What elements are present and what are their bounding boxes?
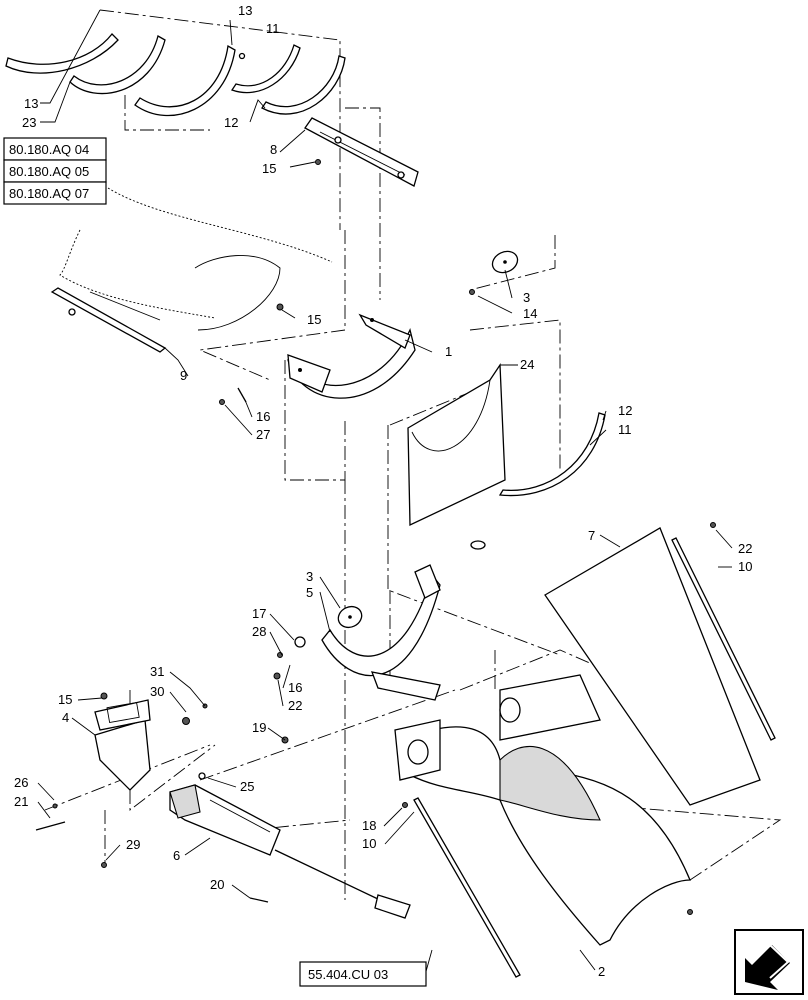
part-12-curved-strip-top bbox=[134, 44, 236, 117]
callout-22-lower: 22 bbox=[288, 698, 302, 713]
part-12-strip-mid bbox=[498, 412, 606, 497]
part-1-saddle bbox=[287, 313, 416, 399]
part-22-screw-right bbox=[710, 522, 716, 528]
callout-8: 8 bbox=[270, 142, 277, 157]
part-11-screw-top bbox=[238, 52, 246, 60]
callout-13-top: 13 bbox=[238, 3, 252, 18]
part-27-nut bbox=[219, 399, 225, 405]
reference-box-2[interactable]: 80.180.AQ 05 bbox=[9, 164, 89, 179]
part-21-pin bbox=[35, 821, 66, 831]
callout-2: 2 bbox=[598, 964, 605, 979]
callout-27: 27 bbox=[256, 427, 270, 442]
callout-11-top: 11 bbox=[266, 21, 280, 36]
callout-19: 19 bbox=[252, 720, 266, 735]
part-15-screw-top bbox=[315, 159, 321, 165]
chute-housing-outline bbox=[59, 187, 333, 331]
callout-5: 5 bbox=[306, 585, 313, 600]
callout-15-mid: 15 bbox=[307, 312, 321, 327]
part-16-pin-upper bbox=[237, 387, 247, 403]
part-23-curved-strip bbox=[69, 35, 166, 95]
callout-15-bracket: 15 bbox=[58, 692, 72, 707]
reference-box-3[interactable]: 80.180.AQ 07 bbox=[9, 186, 89, 201]
reference-box-bottom: 55.404.CU 03 bbox=[299, 961, 427, 987]
part-3-round-plate-top bbox=[491, 250, 519, 274]
part-6-actuator bbox=[169, 784, 411, 919]
part-8-bracket bbox=[304, 117, 419, 187]
callout-14: 14 bbox=[523, 306, 537, 321]
part-18-screw bbox=[402, 802, 408, 808]
assembly-guide-lines bbox=[44, 9, 782, 900]
part-12-curved-strip-right bbox=[230, 44, 346, 115]
callout-25: 25 bbox=[240, 779, 254, 794]
callout-31: 31 bbox=[150, 664, 164, 679]
callout-18: 18 bbox=[362, 818, 376, 833]
part-2-spout bbox=[394, 674, 691, 946]
part-5-lower-saddle bbox=[321, 573, 441, 701]
callout-6: 6 bbox=[173, 848, 180, 863]
callout-23: 23 bbox=[22, 115, 36, 130]
callout-16-lower: 16 bbox=[288, 680, 302, 695]
part-side-plate-mid bbox=[414, 564, 441, 599]
callout-3-top: 3 bbox=[523, 290, 530, 305]
part-25-bushing bbox=[198, 772, 206, 780]
part-15-screw-mid bbox=[276, 303, 284, 311]
part-10-edge-strip-right bbox=[671, 537, 776, 741]
callout-20: 20 bbox=[210, 877, 224, 892]
callout-7: 7 bbox=[588, 528, 595, 543]
reference-box-4[interactable]: 55.404.CU 03 bbox=[308, 967, 388, 982]
callout-30: 30 bbox=[150, 684, 164, 699]
callout-3-lower: 3 bbox=[306, 569, 313, 584]
part-13-curved-strip-left bbox=[5, 33, 119, 74]
part-9-rail bbox=[50, 287, 167, 353]
callout-16-upper: 16 bbox=[256, 409, 270, 424]
part-washer-mid bbox=[470, 540, 486, 550]
callout-4: 4 bbox=[62, 710, 69, 725]
callout-24: 24 bbox=[520, 357, 534, 372]
part-26-clip bbox=[52, 803, 58, 809]
part-15-screw-bracket bbox=[100, 692, 108, 700]
reference-box-group: 80.180.AQ 04 80.180.AQ 05 80.180.AQ 07 bbox=[3, 137, 107, 205]
part-10-edge-strip-left bbox=[413, 797, 521, 978]
callout-12-mid: 12 bbox=[618, 403, 632, 418]
reference-box-1[interactable]: 80.180.AQ 04 bbox=[9, 142, 89, 157]
part-4-mount-bracket bbox=[94, 699, 151, 791]
callout-10-right: 10 bbox=[738, 559, 752, 574]
callout-22-right: 22 bbox=[738, 541, 752, 556]
arrow-navigation-icon[interactable] bbox=[734, 929, 804, 995]
callout-labels: 13 23 13 11 12 8 15 15 9 1 3 14 24 12 11… bbox=[14, 3, 752, 979]
part-3-round-plate-lower bbox=[337, 605, 363, 629]
part-14-bolt bbox=[469, 289, 475, 295]
part-29-nut bbox=[101, 862, 107, 868]
part-20-bolt bbox=[249, 897, 269, 903]
part-screw-bottom bbox=[687, 909, 693, 915]
part-17-washer bbox=[294, 636, 306, 648]
part-30-nut bbox=[182, 717, 190, 725]
callout-21: 21 bbox=[14, 794, 28, 809]
callout-29: 29 bbox=[126, 837, 140, 852]
callout-13-left: 13 bbox=[24, 96, 38, 111]
callout-12-top: 12 bbox=[224, 115, 238, 130]
part-24-plate bbox=[407, 362, 506, 527]
callout-15-top: 15 bbox=[262, 161, 276, 176]
part-7-shield bbox=[544, 527, 761, 806]
callout-1: 1 bbox=[445, 344, 452, 359]
callout-9: 9 bbox=[180, 368, 187, 383]
callout-10-left: 10 bbox=[362, 836, 376, 851]
callout-28: 28 bbox=[252, 624, 266, 639]
callout-11-mid: 11 bbox=[618, 422, 632, 437]
part-22-nut-lower bbox=[273, 672, 281, 680]
callout-17: 17 bbox=[252, 606, 266, 621]
callout-26: 26 bbox=[14, 775, 28, 790]
